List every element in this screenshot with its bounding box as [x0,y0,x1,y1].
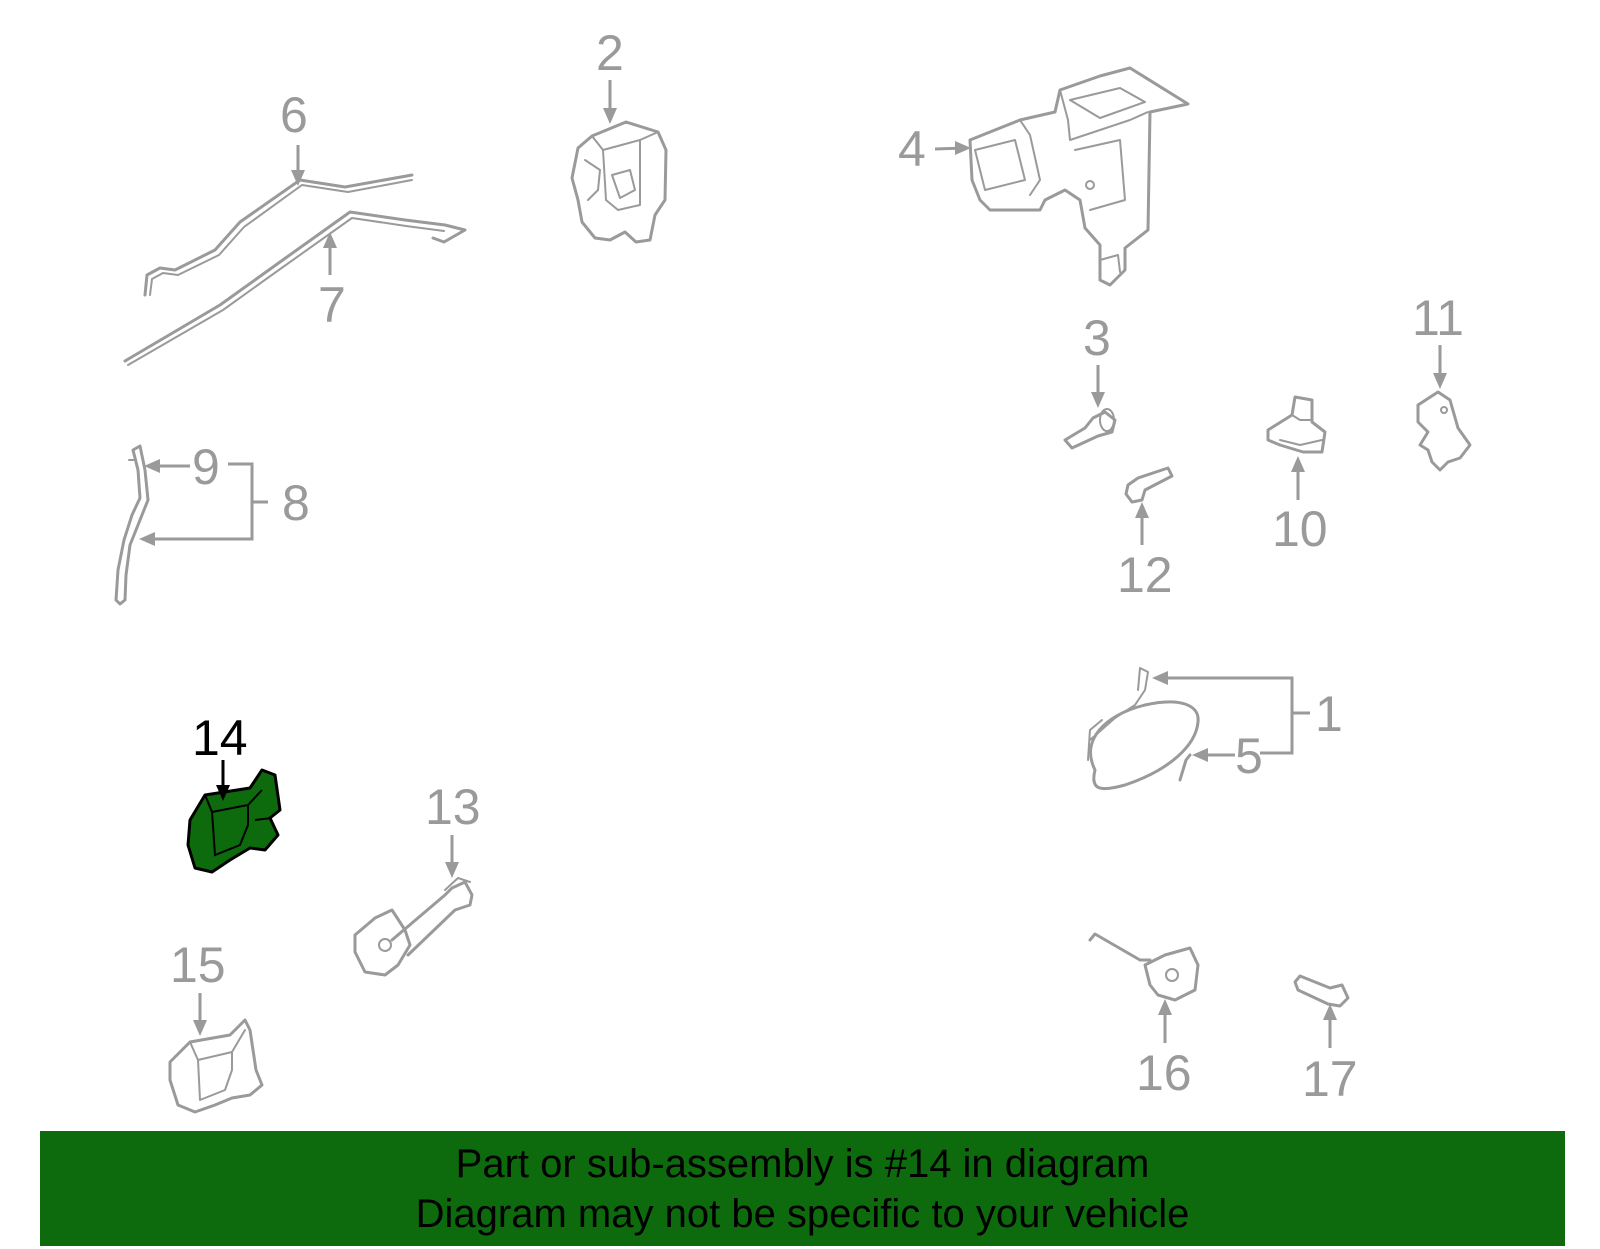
callout-6-leader [291,145,305,186]
callout-17: 17 [1302,1051,1358,1107]
callout-8: 8 [282,475,310,531]
notice-line-2: Diagram may not be specific to your vehi… [415,1192,1190,1236]
callout-9-leader [144,459,190,473]
callout-13: 13 [425,779,481,835]
callout-12: 12 [1117,547,1173,603]
callout-3-leader [1091,365,1105,408]
callout-2: 2 [596,25,624,81]
callout-10-leader [1291,456,1305,500]
part-6-rod[interactable] [143,173,414,297]
part-7-rod[interactable] [123,210,467,366]
callout-5: 5 [1235,728,1263,784]
callout-16-leader [1158,999,1172,1043]
callout-1: 1 [1315,686,1343,742]
part-5-rod[interactable] [1178,753,1192,782]
notice-line-1: Part or sub-assembly is #14 in diagram [455,1142,1150,1186]
part-10-clip[interactable] [1266,395,1327,454]
callout-11: 11 [1412,290,1464,346]
part-16-striker[interactable] [1088,932,1200,1002]
part-12-bolt[interactable] [1124,466,1174,504]
callout-1-bracket [1152,671,1310,755]
callout-12-leader [1135,502,1149,545]
callout-5-leader [1192,748,1235,762]
part-9-bracket[interactable] [114,444,150,606]
callout-13-leader [445,835,459,878]
callout-14: 14 [192,710,248,766]
callout-6: 6 [280,87,308,143]
part-11-bracket[interactable] [1416,390,1472,472]
part-17-bolt[interactable] [1293,974,1350,1008]
part-14-hinge[interactable] [186,768,282,874]
part-13-check[interactable] [353,877,474,977]
callout-15-leader [193,993,207,1036]
callout-4-leader [934,141,971,155]
callout-9: 9 [192,439,220,495]
callout-17-leader [1323,1004,1337,1048]
part-2-latch[interactable] [570,120,668,244]
part-4-actuator[interactable] [968,66,1190,287]
callout-15: 15 [170,937,226,993]
callout-14-leader [216,760,230,801]
callout-11-leader [1433,345,1447,389]
callout-3: 3 [1083,310,1111,366]
callout-16: 16 [1136,1045,1192,1101]
part-3-screw[interactable] [1063,408,1117,450]
callout-8-bracket [139,462,268,546]
part-15-hinge[interactable] [168,1018,264,1114]
notice-banner: Part or sub-assembly is #14 in diagram D… [40,1131,1565,1246]
part-1-handle[interactable] [1087,667,1200,791]
callout-7-leader [323,232,337,275]
callout-7: 7 [318,277,346,333]
callout-10: 10 [1272,501,1328,557]
callout-4: 4 [898,121,926,177]
callout-2-leader [603,80,617,124]
